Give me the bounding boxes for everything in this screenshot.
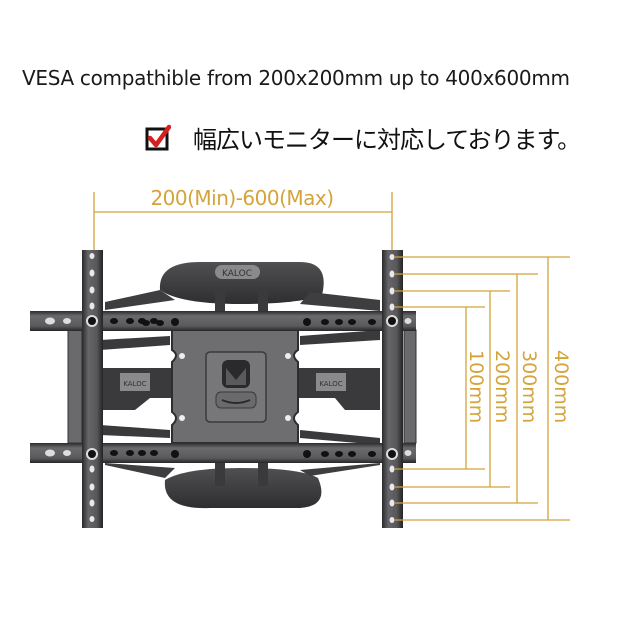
left-arm: KALOC	[100, 336, 175, 438]
bottom-horizontal-rail	[30, 443, 416, 463]
japanese-note: 幅広いモニターに対応しております。	[193, 126, 581, 154]
width-dimension-lines	[93, 192, 393, 252]
height-label-400: 400mm	[550, 350, 572, 424]
bottom-arm-pad	[105, 462, 380, 509]
height-dimension-lines	[395, 256, 570, 521]
right-vertical-bracket	[382, 250, 403, 528]
top-arm-pad: KALOC	[105, 262, 380, 312]
checked-checkbox-icon	[145, 124, 171, 150]
height-label-100: 100mm	[465, 350, 487, 424]
brand-logo-top: KALOC	[222, 269, 252, 279]
vesa-headline: VESA compathible from 200x200mm up to 40…	[22, 66, 570, 90]
top-horizontal-rail	[30, 311, 416, 331]
width-dimension-label: 200(Min)-600(Max)	[150, 186, 334, 210]
japanese-note-row: 幅広いモニターに対応しております。	[145, 120, 581, 155]
brand-logo-right: KALOC	[319, 380, 342, 388]
right-arm: KALOC	[295, 330, 380, 445]
left-vertical-bracket	[82, 250, 103, 528]
brand-logo-left: KALOC	[123, 380, 146, 388]
center-wall-plate	[171, 329, 299, 444]
height-label-200: 200mm	[491, 350, 513, 424]
height-label-300: 300mm	[518, 350, 540, 424]
